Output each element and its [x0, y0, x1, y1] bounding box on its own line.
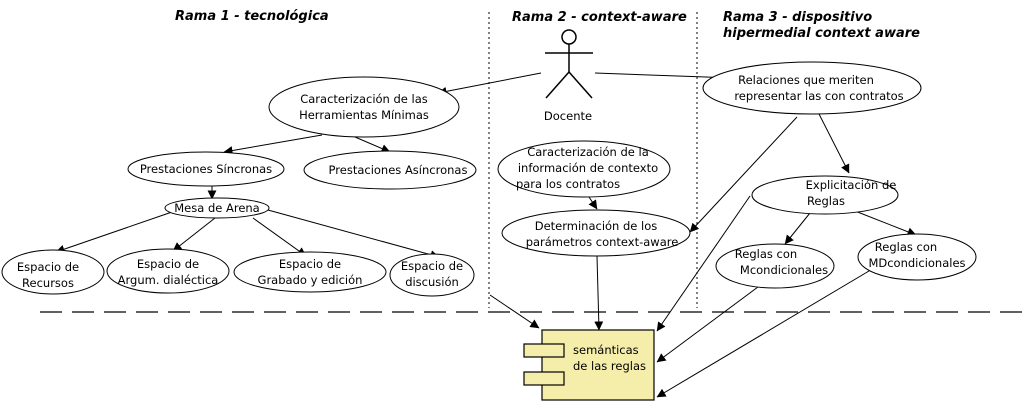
node-text: Relaciones que meriten [738, 73, 874, 87]
node-text: Espacio de [401, 259, 463, 273]
component-tab-top [523, 343, 565, 358]
node-text: Recursos [22, 276, 74, 290]
node-text: Prestaciones Asíncronas [329, 163, 468, 177]
node-espacio-discusion: Espacio de discusión [389, 253, 475, 297]
node-text: Espacio de [137, 257, 199, 271]
svg-text:Mesa de Arena: Mesa de Arena [174, 201, 259, 215]
edge-docente-relaciones [594, 72, 735, 83]
edge-parametros-semanticas [594, 255, 604, 331]
node-text: Reglas [807, 194, 845, 208]
node-text: Reglas con [875, 240, 937, 254]
node-text: Espacio de [17, 260, 79, 274]
edge-docente-caracterizacion [437, 72, 542, 96]
node-text: representar las con contratos [734, 89, 903, 103]
heading-rama-3-line-2: hipermedial context aware [723, 26, 920, 41]
node-text: Prestaciones Síncronas [140, 162, 272, 176]
node-espacio-recursos: Espacio de Recursos [1, 249, 105, 295]
node-mesa-arena: Mesa de Arena [164, 197, 270, 219]
node-prestaciones-sincronas: Prestaciones Síncronas [127, 151, 285, 187]
node-text: Argum. dialéctica [118, 273, 219, 287]
node-text: Grabado y edición [258, 273, 363, 287]
edge-relaciones-parametros [689, 116, 798, 233]
node-explicitacion: Explicitación de Reglas [751, 175, 899, 215]
docente-actor: Docente [544, 29, 593, 123]
svg-text:Prestaciones Síncronas: Prestaciones Síncronas [140, 162, 272, 176]
edge-mesa-grabado [252, 217, 307, 257]
edge-mesa-argum [172, 217, 216, 252]
node-caracterizacion-contexto: Caracterización de la información de cont… [497, 140, 671, 198]
stick-figure-actor-icon [545, 29, 593, 99]
edge-relaciones-explicitacion [817, 111, 850, 174]
component-label: semánticas [573, 343, 639, 357]
edge-mesa-recursos [55, 211, 173, 254]
node-espacio-grabado: Espacio de Grabado y edición [233, 251, 387, 293]
heading-rama-1: Rama 1 - tecnológica [175, 9, 329, 24]
node-text: Caracterización de la [527, 145, 649, 159]
edge-reglas-m-semanticas [656, 283, 763, 363]
node-text: para los contratos [516, 177, 620, 191]
heading-rama-2: Rama 2 - context-aware [512, 10, 687, 25]
edge-caract-sincronas [223, 134, 323, 155]
node-text: Mesa de Arena [174, 201, 259, 215]
node-text: Caracterización de las [300, 92, 428, 106]
edge-caract-asincronas [354, 136, 391, 153]
node-text: información de contexto [518, 161, 658, 175]
edge-mesa-discusion [267, 209, 440, 260]
component-label: de las reglas [573, 359, 646, 373]
node-text: discusión [405, 275, 459, 289]
edge-explicitacion-reglas-md [854, 210, 917, 237]
node-espacio-argum: Espacio de Argum. dialéctica [106, 248, 230, 294]
node-prestaciones-asincronas: Prestaciones Asíncronas [303, 150, 477, 190]
component-semanticas-reglas: semánticas de las reglas [523, 329, 655, 401]
edge-discusion-semanticas [489, 294, 540, 329]
node-text: parámetros context-aware [526, 235, 679, 249]
node-text: Herramientas Mínimas [299, 108, 429, 122]
node-determinacion-parametros: Determinación de los parámetros context-a… [501, 209, 691, 257]
node-text: Reglas con [735, 247, 797, 261]
edge-explicitacion-reglas-m [784, 212, 811, 245]
edge-explicitacion-semanticas [656, 195, 751, 332]
svg-text:Prestaciones Asíncronas: Prestaciones Asíncronas [329, 163, 468, 177]
uml-component-icon [541, 329, 655, 401]
node-text: Determinación de los [535, 219, 658, 233]
component-tab-bottom [523, 371, 565, 386]
actor-label: Docente [544, 109, 592, 123]
node-text: Mcondicionales [740, 263, 828, 277]
heading-rama-3-line-1: Rama 3 - dispositivo [723, 10, 872, 25]
node-relaciones: Relaciones que meriten representar las co… [702, 61, 922, 115]
node-text: MDcondicionales [868, 256, 965, 270]
edges [55, 72, 917, 398]
edge-reglas-md-semanticas [656, 267, 875, 398]
node-text: Explicitación de [806, 178, 897, 192]
node-text: Espacio de [279, 257, 341, 271]
